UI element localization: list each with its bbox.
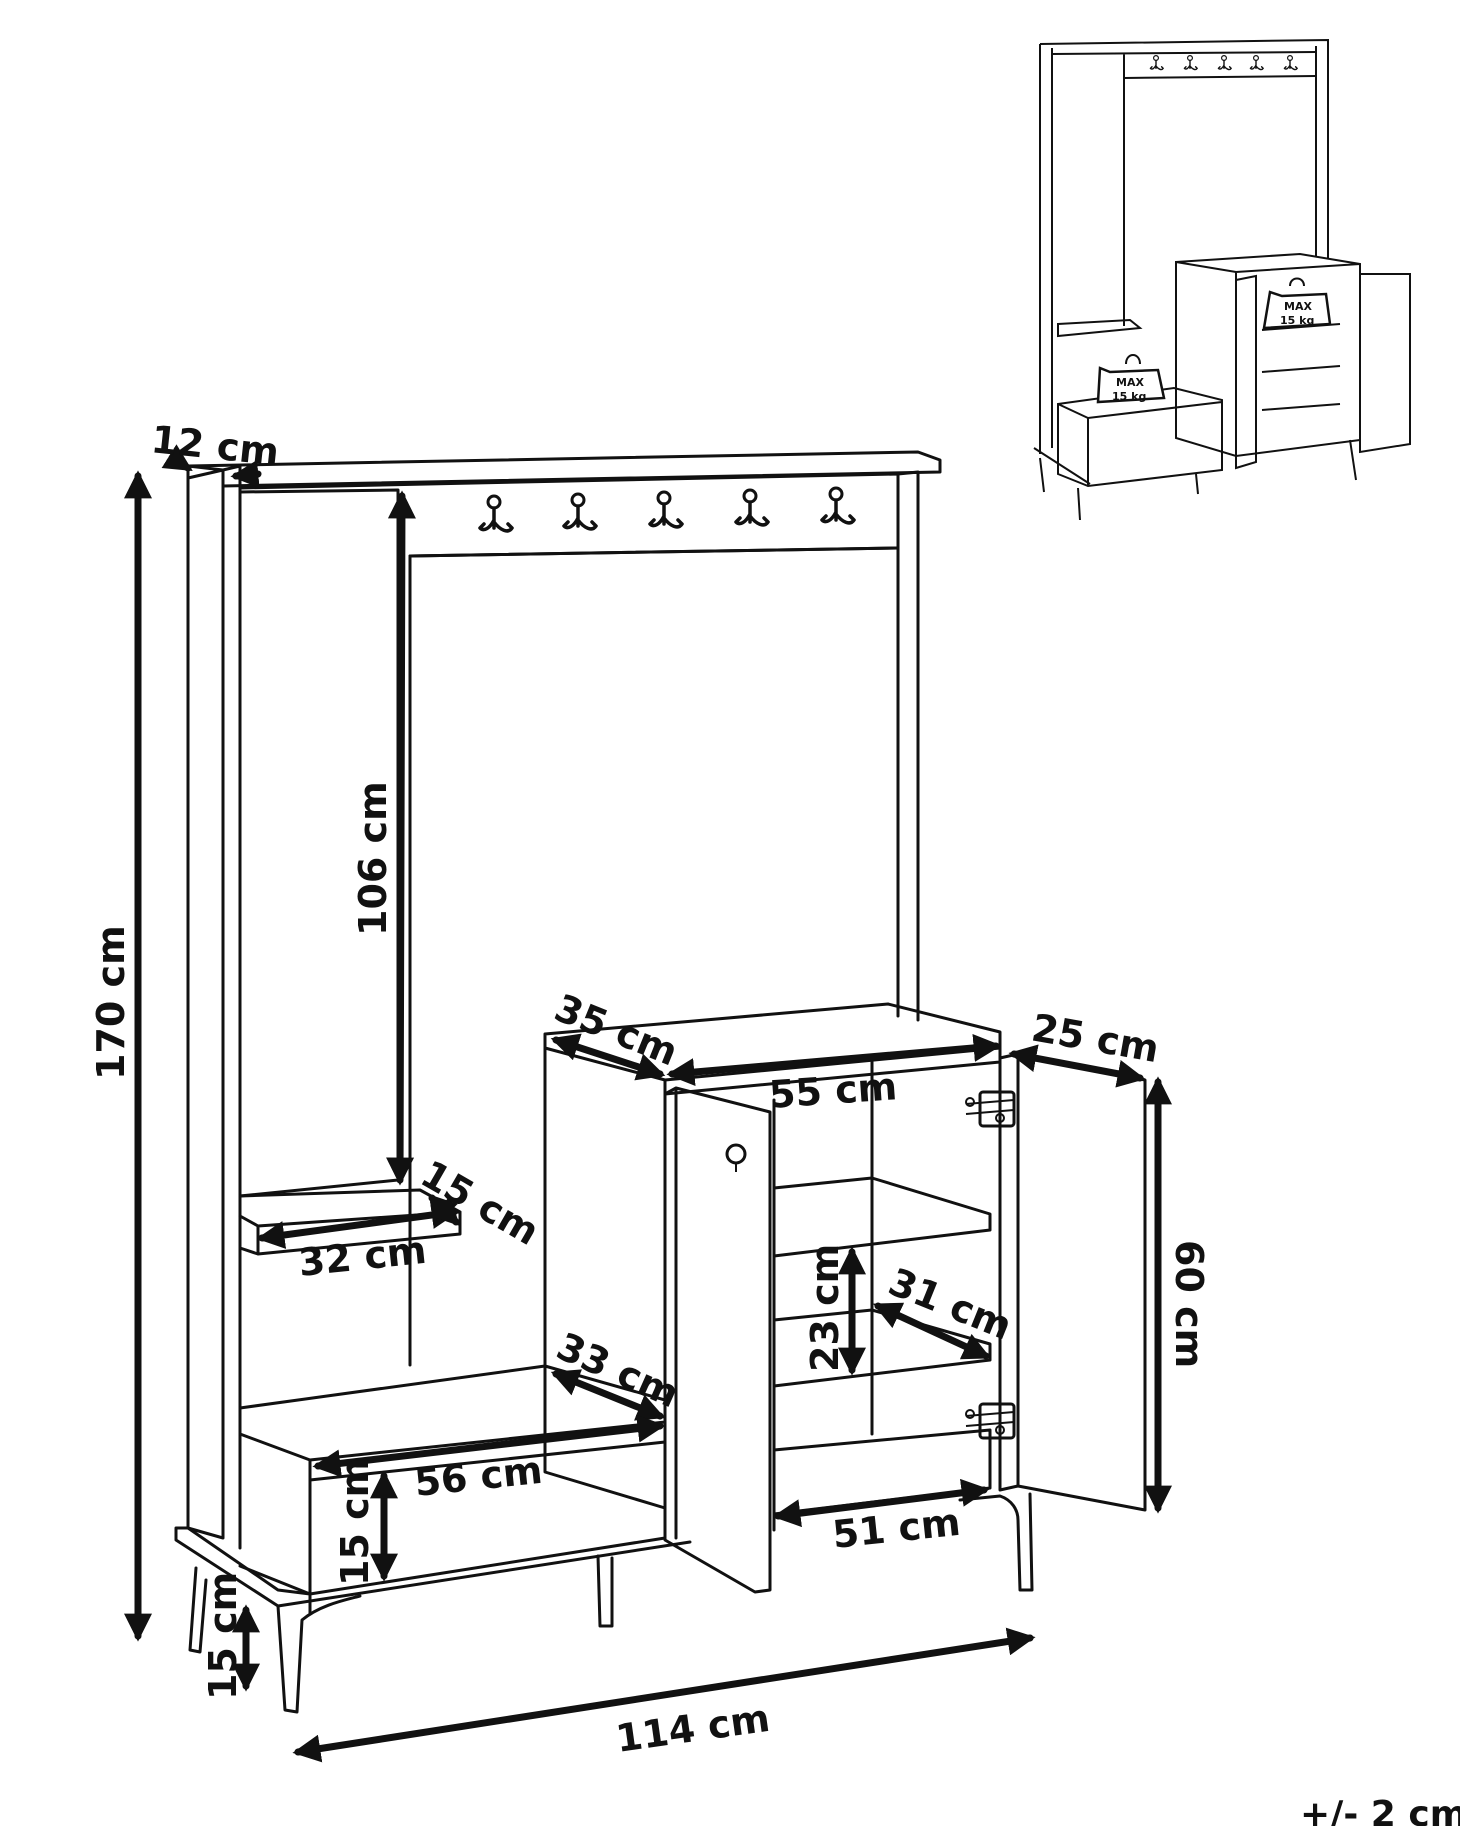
inset-max-bench: MAX bbox=[1116, 376, 1144, 389]
inset-max-cabinet: MAX bbox=[1284, 300, 1312, 313]
cabinet-door-left bbox=[663, 1086, 772, 1594]
leg-middle bbox=[596, 1554, 614, 1628]
inset-weight-cabinet: 15 kg bbox=[1280, 314, 1314, 327]
hook-rail bbox=[238, 472, 900, 558]
dimension-lines bbox=[124, 444, 1172, 1763]
leg-back-left bbox=[188, 1566, 208, 1654]
leg-front-left bbox=[276, 1594, 362, 1714]
label-15cm-leg: 15 cm bbox=[201, 1572, 245, 1700]
label-12cm: 12 cm bbox=[149, 417, 281, 474]
base-plinth bbox=[174, 1526, 692, 1608]
left-side-panel bbox=[186, 468, 225, 1540]
hinge-top-icon bbox=[965, 1090, 1016, 1128]
hinge-bottom-icon bbox=[965, 1402, 1016, 1440]
label-170cm: 170 cm bbox=[89, 925, 133, 1080]
label-23cm: 23 cm bbox=[803, 1244, 847, 1372]
tolerance-note: +/- 2 cm bbox=[1300, 1794, 1460, 1826]
coat-hooks bbox=[478, 486, 856, 533]
inset-weight-bench: 15 kg bbox=[1112, 390, 1146, 403]
label-114cm: 114 cm bbox=[613, 1696, 772, 1761]
label-15cm-bench: 15 cm bbox=[333, 1458, 377, 1586]
weight-tag-cabinet-icon: MAX 15 kg bbox=[1262, 277, 1332, 330]
label-31cm: 31 cm bbox=[883, 1260, 1018, 1349]
main-hallway-unit bbox=[174, 450, 1147, 1714]
label-106cm: 106 cm bbox=[351, 781, 395, 936]
cabinet-door-right bbox=[998, 1052, 1147, 1512]
right-post bbox=[896, 470, 920, 1022]
inset-preview: MAX 15 kg MAX 15 kg bbox=[1033, 38, 1411, 521]
leg-right bbox=[958, 1492, 1034, 1592]
label-56cm: 56 cm bbox=[412, 1448, 544, 1505]
label-55cm: 55 cm bbox=[768, 1064, 899, 1117]
weight-tag-bench-icon: MAX 15 kg bbox=[1096, 354, 1166, 404]
back-panel bbox=[408, 546, 900, 1367]
inset-hooks bbox=[1149, 54, 1298, 71]
dimension-labels: 12 cm 170 cm 106 cm 15 cm 32 cm 35 cm 55… bbox=[89, 417, 1211, 1761]
label-60cm: 60 cm bbox=[1167, 1240, 1211, 1368]
